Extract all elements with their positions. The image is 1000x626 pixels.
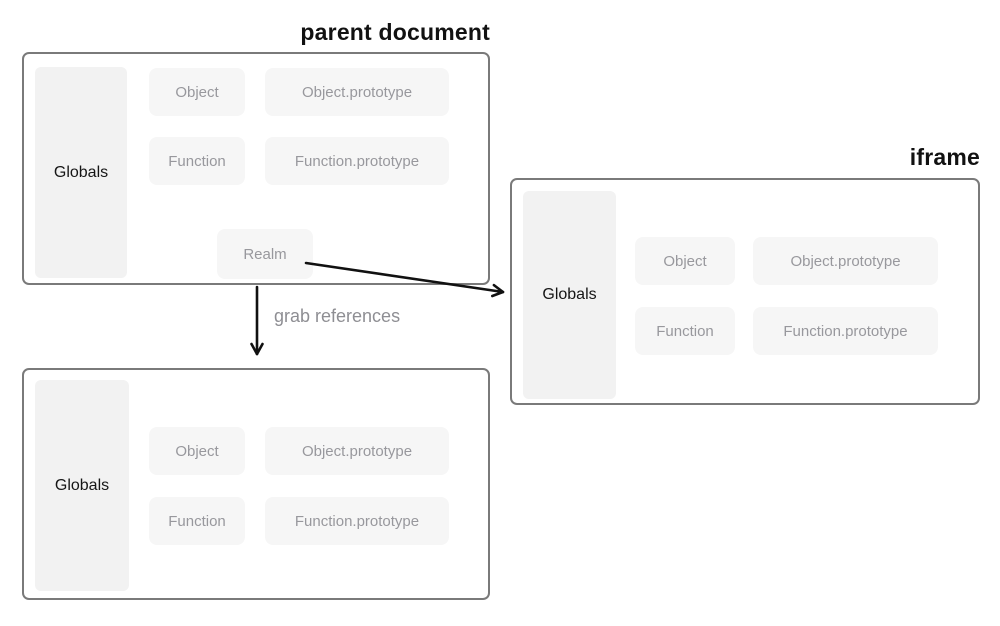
grabbed-object-prototype-box: Object.prototype xyxy=(265,427,449,475)
parent-globals-panel: Globals xyxy=(35,67,127,278)
iframe-function-prototype-box: Function.prototype xyxy=(753,307,938,355)
parent-object-prototype-box: Object.prototype xyxy=(265,68,449,116)
grabbed-object-box: Object xyxy=(149,427,245,475)
parent-function-prototype-box: Function.prototype xyxy=(265,137,449,185)
parent-document-title: parent document xyxy=(300,19,490,45)
grab-references-label: grab references xyxy=(274,306,401,326)
iframe-object-box: Object xyxy=(635,237,735,285)
parent-globals-label: Globals xyxy=(53,163,109,181)
grabbed-function-box: Function xyxy=(149,497,245,545)
grabbed-globals-label: Globals xyxy=(54,476,110,494)
parent-document-box: Globals Object Object.prototype Function… xyxy=(22,52,490,285)
iframe-object-prototype-box: Object.prototype xyxy=(753,237,938,285)
iframe-box: Globals Object Object.prototype Function… xyxy=(510,178,980,405)
grabbed-globals-box: Globals Object Object.prototype Function… xyxy=(22,368,490,600)
iframe-globals-panel: Globals xyxy=(523,191,616,399)
iframe-globals-label: Globals xyxy=(542,286,597,303)
iframe-function-box: Function xyxy=(635,307,735,355)
parent-object-box: Object xyxy=(149,68,245,116)
grabbed-function-prototype-box: Function.prototype xyxy=(265,497,449,545)
parent-function-box: Function xyxy=(149,137,245,185)
iframe-title: iframe xyxy=(909,144,980,170)
grabbed-globals-panel: Globals xyxy=(35,380,129,591)
parent-realm-box: Realm xyxy=(217,229,313,279)
